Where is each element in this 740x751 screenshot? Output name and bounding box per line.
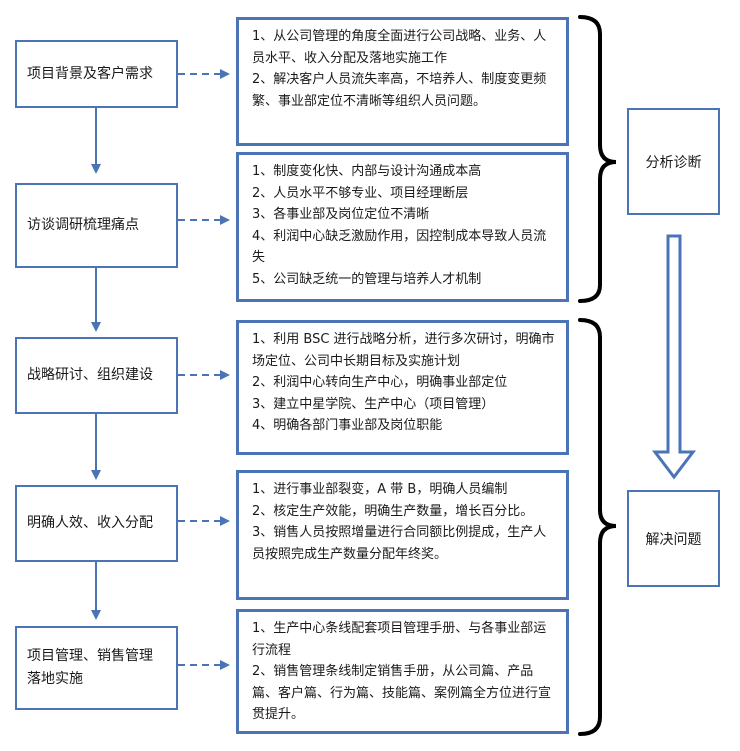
detail-line: 3、各事业部及岗位定位不清晰 xyxy=(252,207,430,223)
phase-solution: 解决问题 xyxy=(627,490,720,587)
detail-background-needs: 1、从公司管理的角度全面进行公司战略、业务、人员水平、收入分配及落地实施工作 2… xyxy=(236,17,569,146)
detail-line: 2、人员水平不够专业、项目经理断层 xyxy=(252,185,469,201)
step-project-sales-implementation: 项目管理、销售管理落地实施 xyxy=(15,626,178,710)
detail-line: 4、利润中心缺乏激励作用，因控制成本导致人员流失 xyxy=(252,228,547,266)
detail-line: 5、公司缺乏统一的管理与培养人才机制 xyxy=(252,271,482,287)
detail-line: 3、建立中星学院、生产中心（项目管理） xyxy=(252,396,495,412)
detail-line: 1、从公司管理的角度全面进行公司战略、业务、人员水平、收入分配及落地实施工作 xyxy=(252,29,547,66)
step-background-needs: 项目背景及客户需求 xyxy=(15,40,178,108)
detail-line: 4、明确各部门事业部及岗位职能 xyxy=(252,418,443,434)
step-label: 明确人效、收入分配 xyxy=(27,515,153,531)
detail-strategy-organization: 1、利用 BSC 进行战略分析，进行多次研讨，明确市场定位、公司中长期目标及实施… xyxy=(236,320,569,455)
detail-line: 2、核定生产效能，明确生产数量，增长百分比。 xyxy=(252,503,534,519)
step-efficiency-income: 明确人效、收入分配 xyxy=(15,485,178,562)
detail-line: 1、制度变化快、内部与设计沟通成本高 xyxy=(252,164,482,179)
detail-line: 2、销售管理条线制定销售手册，从公司篇、产品篇、客户篇、行为篇、技能篇、案例篇全… xyxy=(252,664,552,723)
phase-analysis-label: 分析诊断 xyxy=(645,154,702,171)
detail-efficiency-income: 1、进行事业部裂变，A 带 B，明确人员编制 2、核定生产效能，明确生产数量，增… xyxy=(236,470,569,600)
detail-project-sales-implementation: 1、生产中心条线配套项目管理手册、与各事业部运行流程 2、销售管理条线制定销售手… xyxy=(236,609,569,734)
step-interview-painpoints: 访谈调研梳理痛点 xyxy=(15,183,178,268)
step-label: 项目管理、销售管理落地实施 xyxy=(27,648,153,687)
detail-line: 1、生产中心条线配套项目管理手册、与各事业部运行流程 xyxy=(252,621,547,658)
detail-line: 1、利用 BSC 进行战略分析，进行多次研讨，明确市场定位、公司中长期目标及实施… xyxy=(252,332,555,369)
step-strategy-organization: 战略研讨、组织建设 xyxy=(15,337,178,414)
detail-line: 1、进行事业部裂变，A 带 B，明确人员编制 xyxy=(252,482,508,497)
detail-line: 2、解决客户人员流失率高，不培养人、制度变更频繁、事业部定位不清晰等组织人员问题… xyxy=(252,72,547,109)
brace-solution xyxy=(578,318,617,736)
detail-line: 3、销售人员按照增量进行合同额比例提成，生产人员按照完成生产数量分配年终奖。 xyxy=(252,525,547,562)
phase-down-arrow xyxy=(651,234,697,480)
step-label: 战略研讨、组织建设 xyxy=(27,367,153,383)
step-label: 项目背景及客户需求 xyxy=(27,65,153,82)
detail-line: 2、利润中心转向生产中心，明确事业部定位 xyxy=(252,375,508,391)
phase-analysis: 分析诊断 xyxy=(627,108,720,215)
detail-interview-painpoints: 1、制度变化快、内部与设计沟通成本高 2、人员水平不够专业、项目经理断层 3、各… xyxy=(236,152,569,302)
step-label: 访谈调研梳理痛点 xyxy=(27,217,139,233)
brace-analysis xyxy=(578,15,617,303)
phase-solution-label: 解决问题 xyxy=(645,531,702,548)
